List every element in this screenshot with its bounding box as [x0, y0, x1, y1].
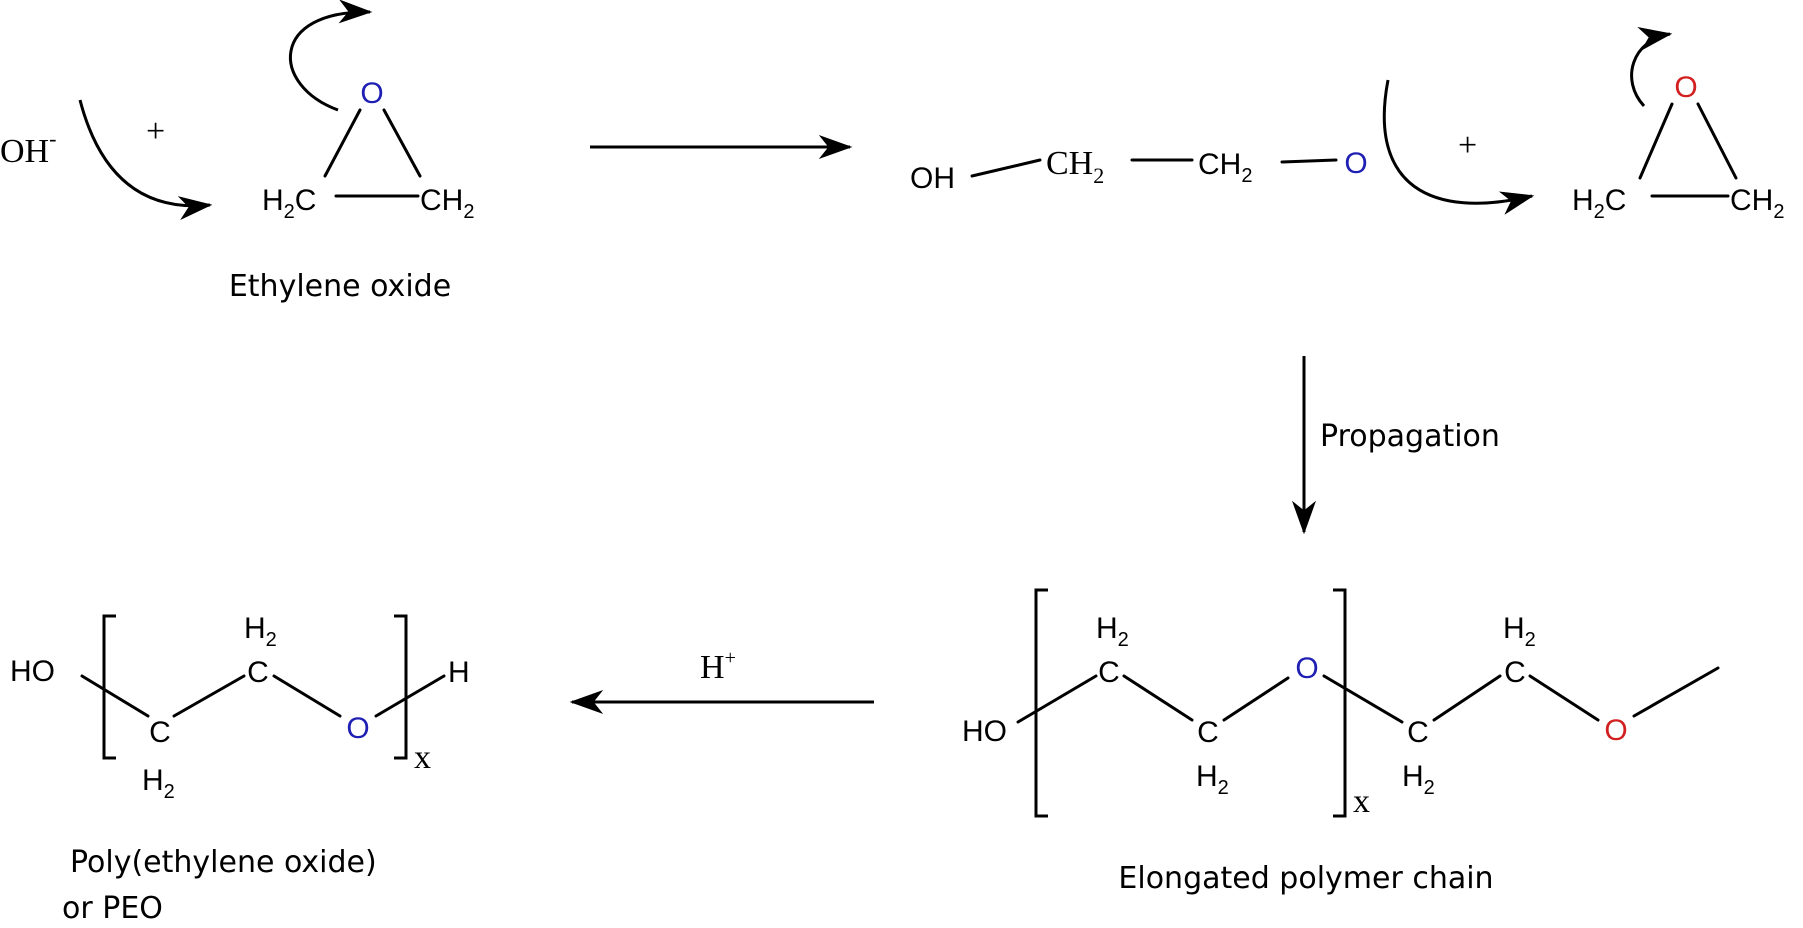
methylene-2: CH2 [1198, 148, 1252, 187]
chain-carbon-down-2: C [1407, 716, 1429, 749]
peo-caption-line1: Poly(ethylene oxide) [70, 845, 377, 880]
peo-h2-up: H2 [244, 612, 277, 651]
chain-oxygen-red: O [1604, 714, 1627, 747]
peo-subscript-x: x [414, 739, 431, 776]
peo-bracket-open [102, 614, 116, 760]
chain-carbon-down-1: C [1197, 716, 1219, 749]
chain-h2-up-1: H2 [1096, 612, 1129, 651]
peo-bond-1 [80, 674, 150, 718]
peo-group: HO C H2 C H2 O H x Poly(ethylene oxide) … [10, 612, 470, 926]
initiation-group: OH- + O H2C CH2 Ethylene oxide [0, 0, 474, 304]
ring-carbon-left: H2C [262, 184, 316, 223]
plus-sign: + [146, 113, 165, 150]
ring-opening-arrow-1 [288, 0, 373, 112]
ring2-carbon-right: CH2 [1730, 184, 1784, 223]
attack-arrow-1 [78, 99, 213, 221]
elongated-chain-caption: Elongated polymer chain [1118, 861, 1493, 896]
ethylene-oxide-caption: Ethylene oxide [229, 269, 451, 304]
chain-h2-down-1: H2 [1196, 760, 1229, 799]
chain-bond-7 [1632, 666, 1720, 718]
peo-carbon-down: C [149, 716, 171, 749]
chain-bond-4 [1322, 674, 1404, 724]
peo-caption-line2: or PEO [62, 891, 163, 926]
bond-ch2-o [1280, 158, 1338, 164]
ring2-carbon-left: H2C [1572, 184, 1626, 223]
repeat-bracket-open [1034, 588, 1048, 818]
chain-oxygen-blue: O [1295, 652, 1318, 685]
attack-arrow-2 [1382, 79, 1535, 215]
propagation-label: Propagation [1320, 419, 1500, 454]
ring-oxygen: O [360, 77, 383, 110]
hydroxyl-label: OH [910, 162, 955, 195]
repeat-subscript-x: x [1353, 783, 1370, 820]
bond-oh-ch2 [970, 158, 1042, 178]
peo-bond-3 [272, 674, 342, 718]
ring-bond-left [323, 108, 362, 178]
ring2-bond-left [1638, 102, 1674, 180]
ring-opening-arrow-2 [1630, 27, 1673, 108]
methylene-1: CH2 [1046, 145, 1104, 188]
acid-label: H+ [700, 647, 736, 686]
chain-bond-1 [1016, 674, 1098, 724]
plus-sign-2: + [1458, 127, 1477, 164]
chain-carbon-up-1: C [1098, 656, 1120, 689]
chain-bond-3 [1222, 676, 1290, 722]
alkoxide-oxygen: O [1344, 147, 1367, 180]
ring-carbon-right: CH2 [420, 184, 474, 223]
repeat-bracket-close [1333, 588, 1347, 818]
chain-hydroxyl: HO [962, 715, 1007, 748]
peo-bond-2 [172, 674, 246, 718]
elongated-chain-group: HO C H2 C H2 O x C H2 C H2 O Elongated p… [962, 588, 1720, 896]
ring-oxygen-2: O [1674, 71, 1697, 104]
chain-bond-6 [1528, 674, 1600, 722]
hydroxide-ion: OH- [0, 126, 56, 170]
peo-h2-down: H2 [142, 764, 175, 803]
peo-hydroxyl: HO [10, 655, 55, 688]
alkoxide-group: OH CH2 CH2 O + O H2C CH2 [910, 27, 1784, 223]
peo-oxygen: O [346, 712, 369, 745]
chain-carbon-up-2: C [1504, 656, 1526, 689]
chain-h2-down-2: H2 [1402, 760, 1435, 799]
chain-bond-2 [1122, 674, 1194, 722]
ring2-bond-right [1696, 102, 1738, 180]
chain-bond-5 [1432, 674, 1502, 722]
chain-h2-up-2: H2 [1503, 612, 1536, 651]
peo-carbon-up: C [247, 656, 269, 689]
ring-bond-right [382, 108, 422, 178]
peo-bond-4 [374, 674, 446, 718]
peo-end-hydrogen: H [448, 656, 470, 689]
peo-bracket-close [394, 614, 408, 760]
